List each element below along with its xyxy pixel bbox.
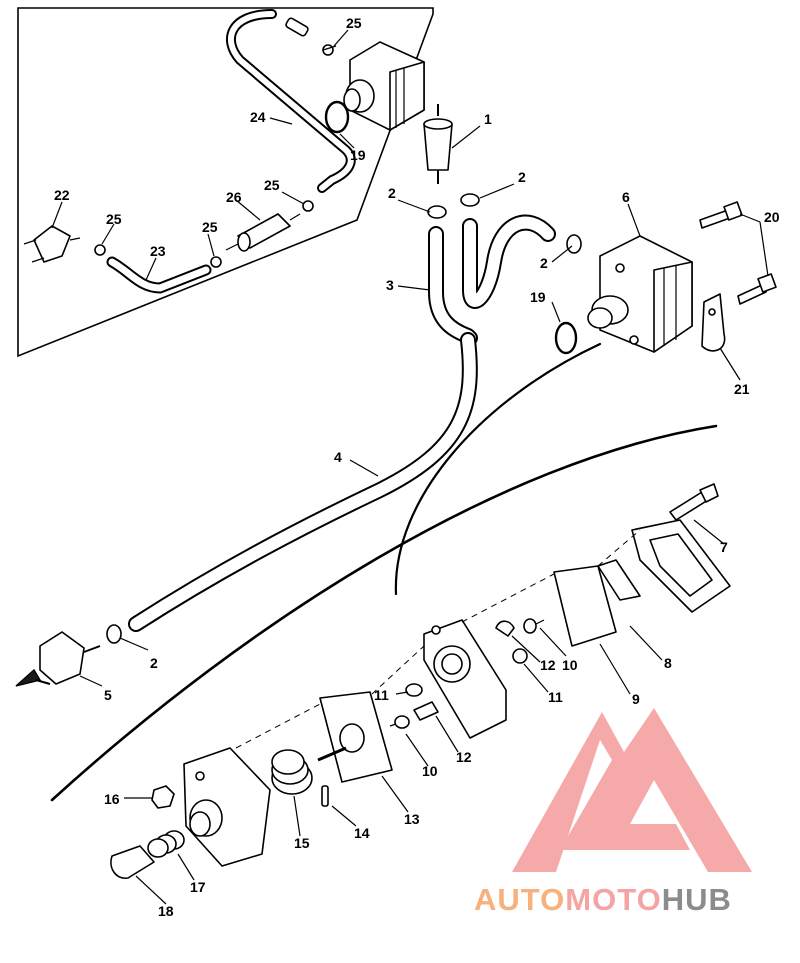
callout-2b: 2 (518, 169, 526, 185)
pin-14 (321, 785, 329, 807)
watermark-moto: MOTO (565, 882, 661, 917)
callout-25c: 25 (202, 219, 218, 235)
clamp-2-upper-right (460, 193, 480, 207)
diaphragm-9 (553, 565, 617, 647)
watermark-hub: HUB (662, 882, 732, 917)
callout-1: 1 (484, 111, 492, 127)
hose-4 (128, 332, 478, 632)
nut-11-upper (512, 648, 528, 664)
o-ring-19-inset (324, 100, 350, 134)
callout-12b: 12 (456, 749, 472, 765)
hose-stub (285, 17, 309, 37)
callout-15: 15 (294, 835, 310, 851)
bolt-20-lower (737, 273, 777, 305)
fuel-pump-6 (587, 235, 693, 353)
clamp-25-left (94, 244, 106, 256)
fuel-filter-26 (225, 213, 301, 252)
callout-22: 22 (54, 187, 70, 203)
clamp-25-top (322, 44, 337, 56)
fitting-5 (15, 631, 101, 687)
inset-fuel-pump (343, 41, 425, 131)
callout-10a: 10 (562, 657, 578, 673)
callout-12a: 12 (540, 657, 556, 673)
nut-11-lower (405, 683, 423, 697)
callout-21: 21 (734, 381, 750, 397)
bolt-7 (669, 483, 719, 521)
plunger-18 (110, 845, 155, 879)
callout-6: 6 (622, 189, 630, 205)
callout-13: 13 (404, 811, 420, 827)
callout-7: 7 (720, 539, 728, 555)
nut-16 (151, 785, 175, 809)
callout-17: 17 (190, 879, 206, 895)
assembly-dash-1 (235, 703, 321, 749)
assembly-connector (394, 342, 602, 596)
hose-3 (428, 214, 556, 346)
callout-16: 16 (104, 791, 120, 807)
callout-2d: 2 (150, 655, 158, 671)
clip-21 (701, 293, 726, 352)
hose-24 (226, 9, 356, 193)
callout-26: 26 (226, 189, 242, 205)
callout-9: 9 (632, 691, 640, 707)
callout-4: 4 (334, 449, 342, 465)
callout-8: 8 (664, 655, 672, 671)
spring-17 (147, 830, 185, 858)
cover-8 (597, 519, 731, 613)
callout-5: 5 (104, 687, 112, 703)
hose-23 (106, 256, 212, 294)
clamp-2-lower (106, 624, 122, 644)
callout-2c: 2 (540, 255, 548, 271)
assembly-dash-4 (597, 529, 641, 567)
callout-19b: 19 (350, 147, 366, 163)
callout-11a: 11 (548, 689, 563, 705)
assembly-dash-3 (461, 573, 555, 623)
screw-10-lower (389, 715, 410, 729)
clamp-25-mid (302, 200, 314, 212)
watermark-auto: AUTO (474, 882, 565, 917)
leader-lines (51, 29, 769, 905)
clamp-2-upper-left (427, 205, 447, 219)
valve-12-lower (413, 701, 439, 721)
screw-10-upper (523, 618, 545, 634)
spring-15 (271, 749, 313, 795)
callout-19a: 19 (530, 289, 546, 305)
diaphragm-13 (317, 691, 393, 783)
watermark-mark-icon (512, 708, 752, 872)
callout-24: 24 (250, 109, 266, 125)
callout-25a: 25 (346, 15, 362, 31)
pump-body (423, 619, 507, 739)
pump-base (183, 747, 271, 867)
callout-10b: 10 (422, 763, 438, 779)
assembly-dash-2 (371, 645, 425, 695)
callout-11b: 11 (374, 687, 389, 703)
callout-14: 14 (354, 825, 370, 841)
clamp-2-pump (566, 234, 582, 254)
callout-25d: 25 (106, 211, 122, 227)
watermark-logo: AUTOMOTOHUB (474, 708, 752, 917)
valve-12-upper (495, 620, 515, 637)
callout-18: 18 (158, 903, 174, 919)
svg-text:AUTOMOTOHUB: AUTOMOTOHUB (474, 882, 732, 917)
callout-23: 23 (150, 243, 166, 259)
callout-20: 20 (764, 209, 780, 225)
connector-22 (23, 225, 81, 263)
callout-labels: 1 2 2 2 2 3 4 5 6 7 8 9 10 10 11 11 12 1… (54, 15, 780, 919)
callout-3: 3 (386, 277, 394, 293)
callout-25b: 25 (264, 177, 280, 193)
bolt-20-upper (699, 201, 743, 229)
inline-filter-1 (423, 104, 453, 184)
clamp-25-low (210, 256, 222, 268)
callout-2a: 2 (388, 185, 396, 201)
o-ring-19 (554, 321, 578, 355)
cutaway-arc (50, 424, 718, 802)
